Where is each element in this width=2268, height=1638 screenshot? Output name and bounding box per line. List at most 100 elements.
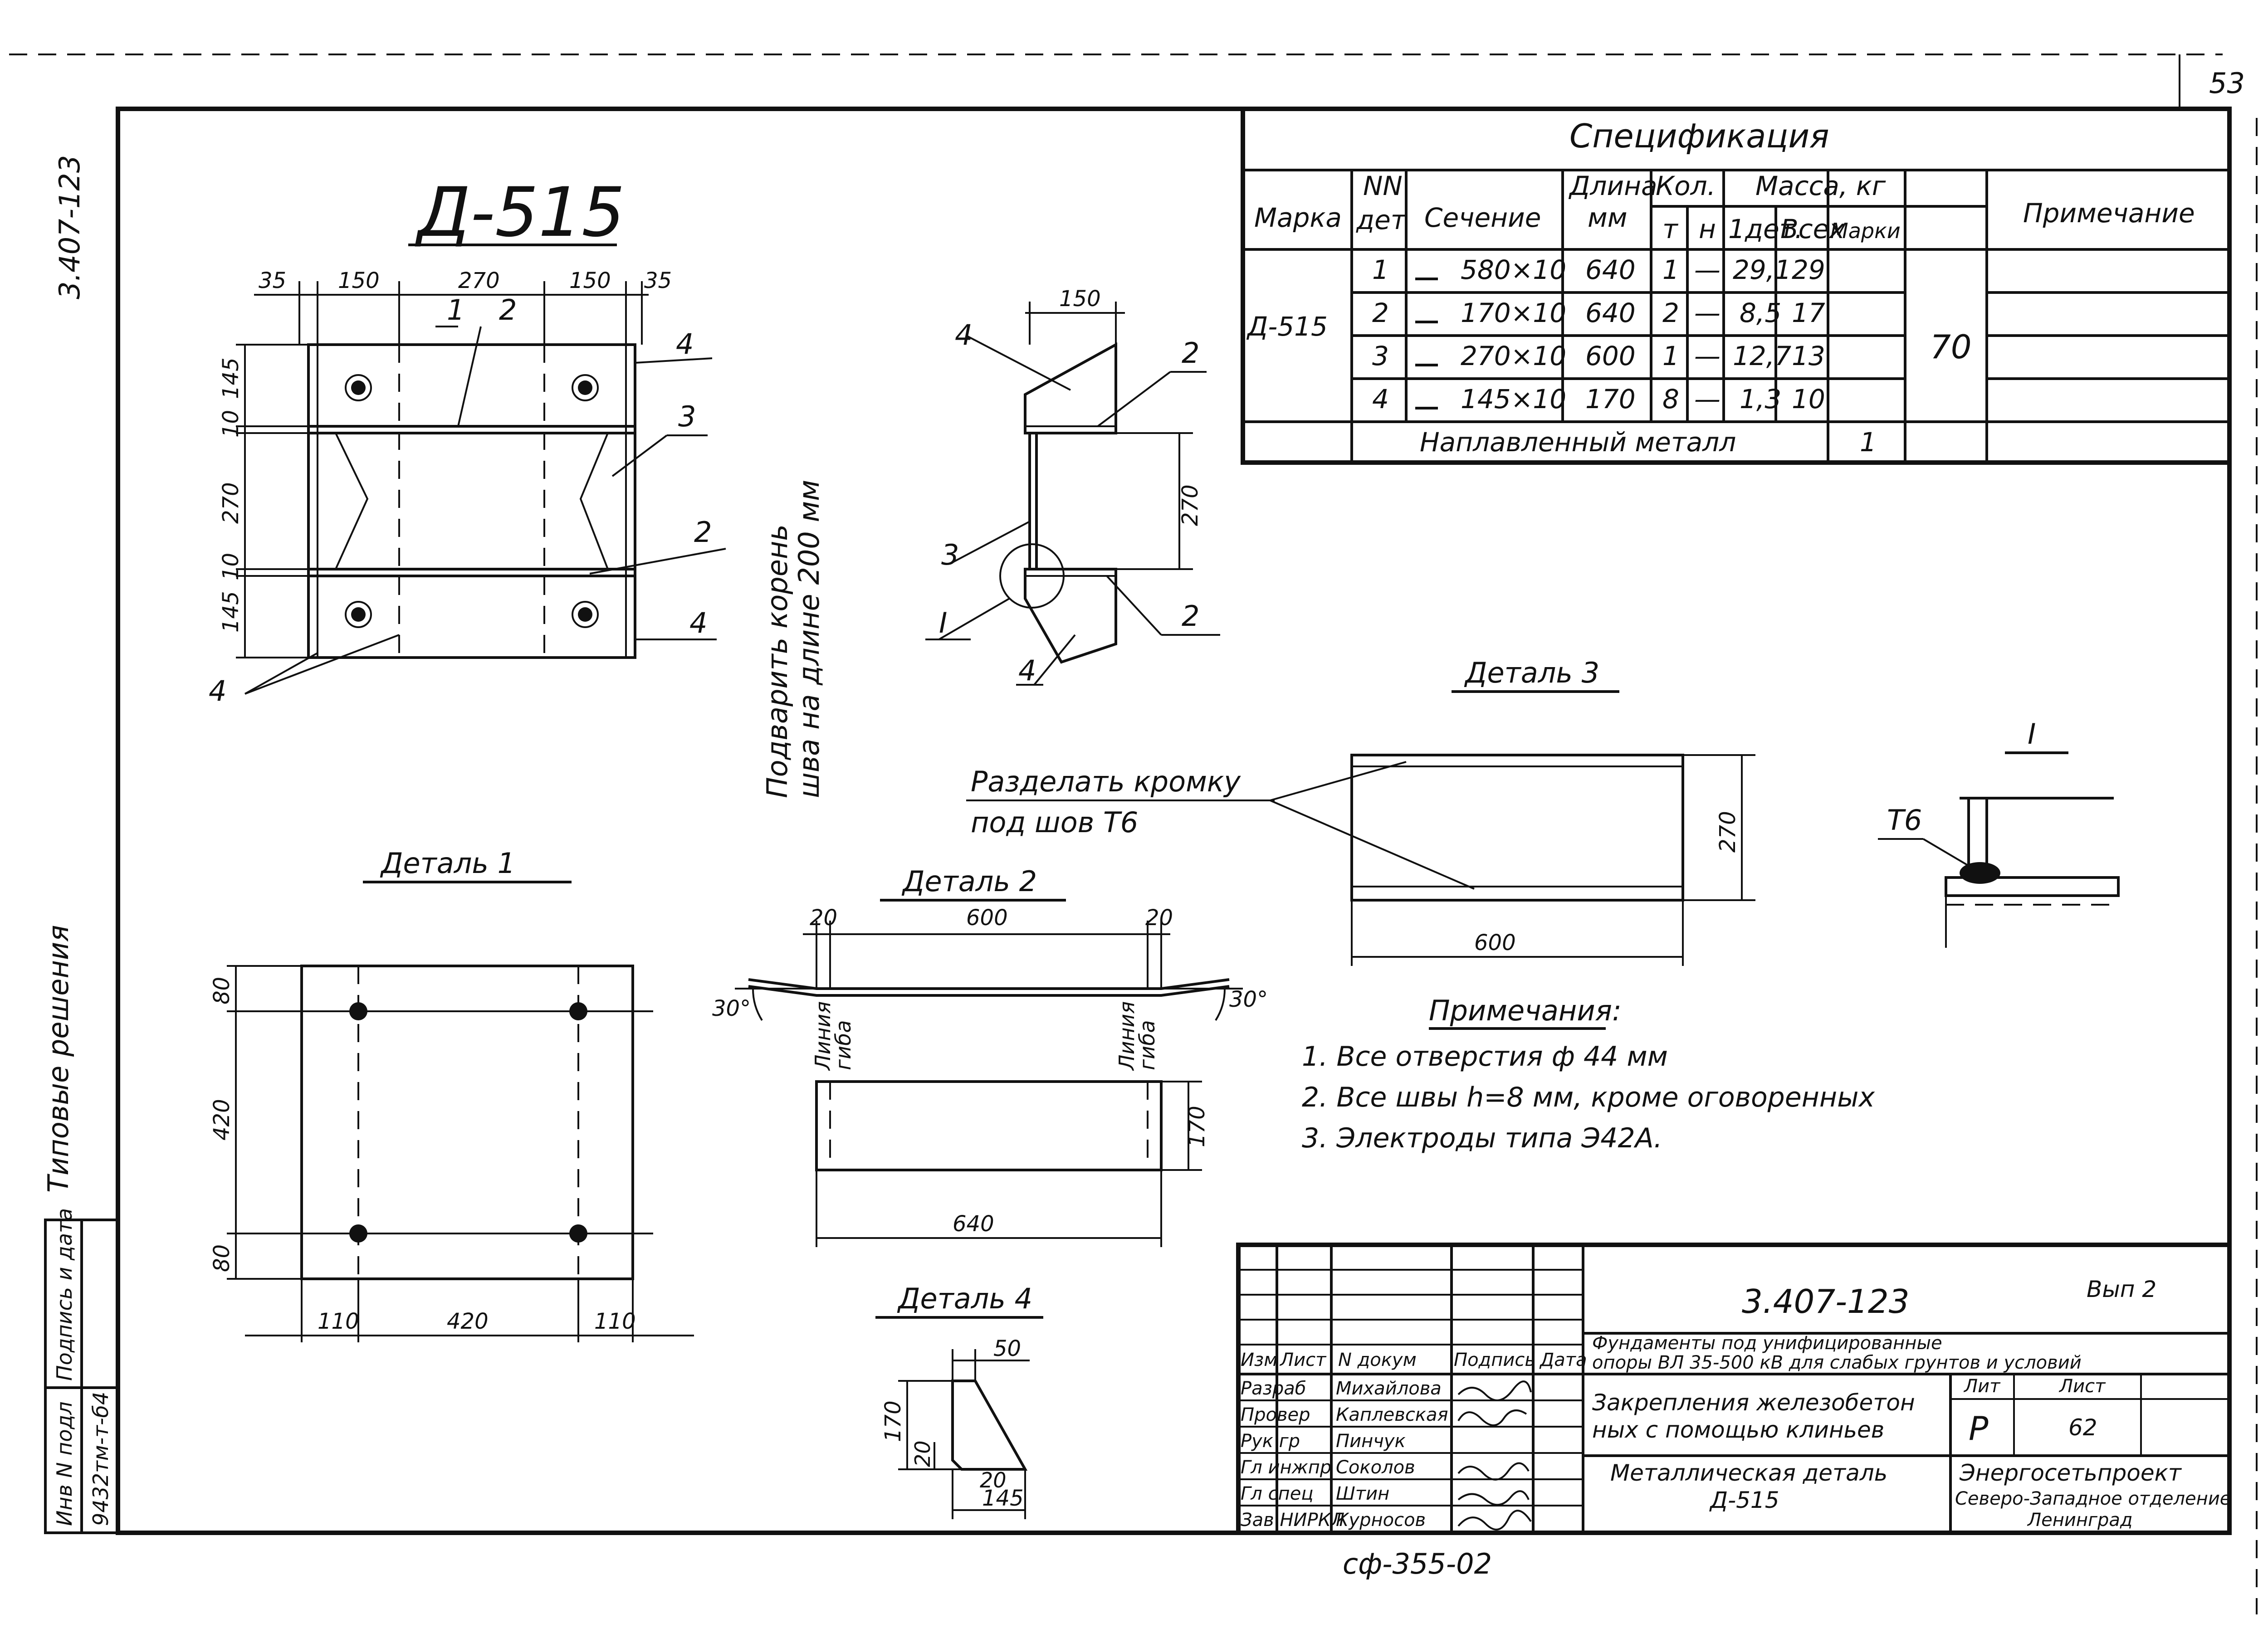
detail-1-dim-left-2: 80 [209, 1244, 235, 1272]
stamp-code: сф-355-02 [1343, 1547, 1492, 1580]
spec-header-num-1: NN [1363, 171, 1403, 201]
spec-header-qty-t: т [1662, 214, 1679, 244]
spec-row-n: — [1694, 297, 1721, 328]
spec-row-num: 4 [1372, 384, 1389, 414]
tb-org-1: Энергосетьпроект [1959, 1460, 2182, 1486]
spec-row: 3 270×10 600 1 — 12,7 13 [1372, 341, 1825, 371]
main-dim-left-2: 270 [218, 482, 244, 524]
section-part-2a: 2 [1182, 336, 1199, 370]
section-callout-i: I [939, 606, 947, 639]
spec-weld-row-label: Наплавленный металл [1420, 427, 1736, 458]
spec-header-mark: Марка [1254, 202, 1342, 233]
detail-4-dim-bottom-b: 145 [982, 1486, 1024, 1511]
spec-row-num: 3 [1372, 341, 1389, 371]
main-dim-top-0: 35 [259, 268, 286, 293]
detail-1-dim-bottom-2: 110 [594, 1309, 636, 1334]
spec-header-mass-mark: Марки [1830, 219, 1901, 243]
page-number: 53 [2209, 67, 2245, 100]
spec-table: Спецификация Марка NN дет Сечение Длина … [1241, 107, 2232, 465]
detail-2-title: Деталь 2 [901, 865, 1037, 898]
main-dim-top-3: 150 [569, 268, 611, 293]
detail-1-dim-bottom-0: 110 [318, 1309, 359, 1334]
detail-2: Деталь 2 20 600 20 30° 30° Линия гиба Ли… [712, 865, 1268, 1247]
side-code: 3.407-123 [53, 155, 86, 299]
spec-header-section: Сечение [1424, 202, 1541, 233]
detail-i-title: I [2028, 717, 2036, 751]
main-dim-top-4: 35 [644, 268, 672, 293]
main-part-1: 1 [447, 293, 464, 327]
main-part-2b: 2 [694, 516, 712, 549]
notes-item-2: 2. Все швы h=8 мм, кроме оговоренных [1302, 1082, 1875, 1113]
main-part-2a: 2 [499, 293, 517, 327]
spec-row-num: 2 [1372, 297, 1389, 328]
section-part-3: 3 [941, 538, 959, 571]
detail-2-bend-right-2: гиба [1135, 1020, 1159, 1070]
detail-4-dim-small: 20 [910, 1440, 935, 1467]
spec-row-section: 580×10 [1461, 254, 1566, 285]
side-title: Типовые решения [42, 925, 75, 1193]
tb-role-name: Михайлова [1336, 1378, 1442, 1399]
detail-2-bend-left-1: Линия [811, 1001, 835, 1071]
spec-mark-mass: 70 [1930, 328, 1972, 366]
detail-1-dim-left-1: 420 [209, 1099, 235, 1141]
spec-mark-value: Д-515 [1246, 311, 1328, 342]
tb-part-1: Металлическая деталь [1610, 1460, 1887, 1486]
tb-sheet-value: 62 [2068, 1414, 2097, 1441]
detail-2-dim-length: 640 [953, 1211, 994, 1237]
main-part-4c: 4 [209, 674, 226, 707]
signature-1 [1457, 1380, 1532, 1401]
detail-1-dim-bottom-1: 420 [447, 1309, 489, 1334]
tb-role: Гл спец [1241, 1483, 1314, 1504]
inventory-box: Инв N подл Подпись и дата 9432тм-т-б4 [44, 1208, 119, 1534]
tb-col-sign: Подпись [1454, 1350, 1535, 1370]
main-view: Д-515 35 150 270 150 35 [209, 173, 826, 798]
tb-role-name: Штин [1336, 1483, 1389, 1504]
spec-header-length-2: мм [1588, 202, 1628, 233]
detail-4-dim-height: 170 [880, 1400, 906, 1442]
detail-3-dim-height: 270 [1715, 811, 1740, 853]
section-part-4b: 4 [1018, 654, 1036, 687]
tb-role-name: Пинчук [1336, 1431, 1406, 1452]
weld-note-line-2: шва на длине 200 мм [792, 480, 826, 798]
spec-header-qty: Кол. [1656, 171, 1716, 201]
main-part-4b: 4 [689, 606, 707, 639]
spec-row-n: — [1694, 254, 1721, 285]
tb-role-name: Соколов [1336, 1457, 1415, 1478]
spec-row-mall: 10 [1792, 384, 1825, 414]
notes: Примечания: 1. Все отверстия ф 44 мм 2. … [1302, 994, 1875, 1154]
spec-row-mall: 13 [1792, 341, 1825, 371]
tb-col-doc: N докум [1338, 1350, 1417, 1370]
main-part-4a: 4 [676, 327, 694, 361]
main-view-title: Д-515 [415, 173, 625, 252]
spec-row-t: 1 [1662, 254, 1679, 285]
main-part-3: 3 [678, 400, 696, 433]
detail-2-dim-top-0: 20 [810, 905, 837, 931]
tb-code: 3.407-123 [1742, 1282, 1910, 1321]
tb-role: Разраб [1241, 1378, 1306, 1399]
tb-role-name: Курносов [1336, 1510, 1426, 1531]
main-dim-left-3: 10 [218, 553, 244, 580]
spec-title: Спецификация [1569, 117, 1829, 155]
spec-row-mall: 29 [1792, 254, 1825, 285]
spec-row-m1: 29,1 [1733, 254, 1791, 285]
spec-row-length: 600 [1585, 341, 1636, 371]
spec-header-mass: Масса, кг [1755, 171, 1886, 201]
detail-4-dim-bottom-a: 20 [980, 1468, 1007, 1492]
spec-row-t: 2 [1662, 297, 1679, 328]
tb-role: Гл инжпр [1241, 1457, 1331, 1478]
inv-value: 9432тм-т-б4 [88, 1392, 113, 1526]
section-view: 150 270 4 2 3 2 4 I [925, 286, 1220, 687]
main-dim-left-1: 10 [218, 410, 244, 438]
section-part-4a: 4 [955, 318, 973, 351]
tb-role: Зав НИРКЛ [1241, 1510, 1344, 1531]
drawing-frame [116, 107, 2232, 1535]
spec-row-m1: 12,7 [1733, 341, 1791, 371]
signature-5 [1457, 1510, 1532, 1531]
spec-header-qty-n: н [1699, 214, 1716, 244]
tb-col-date: Дата [1539, 1350, 1587, 1370]
detail-i-weld: Т6 [1887, 804, 1922, 837]
detail-1: Деталь 1 80 420 80 110 420 110 [209, 847, 694, 1342]
tb-col-list: Лист [1279, 1350, 1327, 1370]
notes-item-3: 3. Электроды типа Э42А. [1302, 1122, 1662, 1154]
detail-2-angle-right: 30° [1229, 987, 1268, 1012]
